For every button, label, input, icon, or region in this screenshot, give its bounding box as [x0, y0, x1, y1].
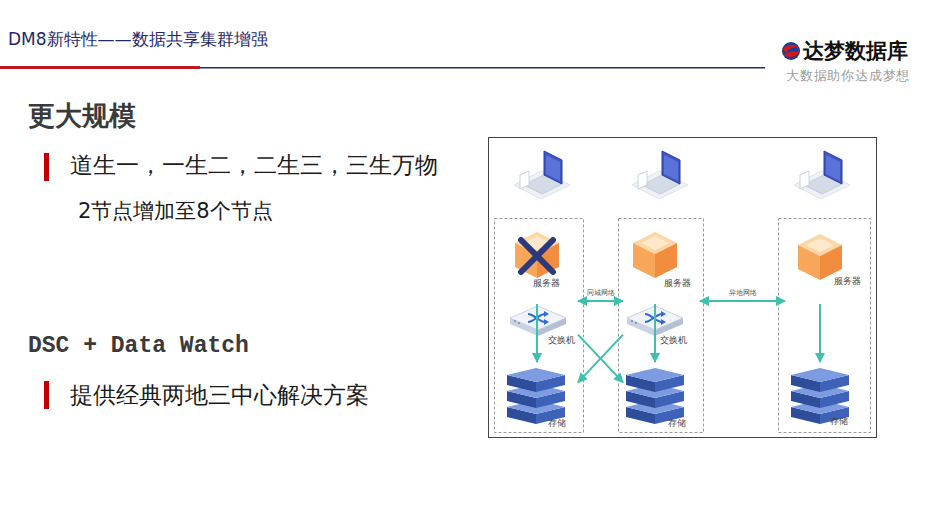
- server-icon: [515, 232, 559, 278]
- logo-slogan: 大数据助你达成梦想: [786, 69, 910, 83]
- network-link: [578, 300, 623, 302]
- bullet-text: 道生一，一生二，二生三，三生万物: [70, 153, 438, 179]
- bullet-bar: [44, 381, 49, 409]
- network-link: [578, 335, 623, 383]
- logo-swoosh: [783, 45, 799, 53]
- storage-icon: [507, 368, 565, 424]
- failure-cross: [521, 240, 553, 272]
- link-label: 同城网络: [587, 290, 615, 297]
- bullet-text: 提供经典两地三中心解决方案: [70, 383, 369, 409]
- node-label: 交换机: [660, 336, 687, 346]
- switch-node: 交换机: [505, 306, 578, 350]
- node-label: 存储: [668, 419, 686, 429]
- slide-title: DM8新特性——数据共享集群增强: [8, 30, 268, 50]
- node-label: 服务器: [664, 279, 691, 289]
- header-rule-red: [0, 66, 200, 69]
- node-label: 存储: [830, 417, 848, 427]
- client-laptop: [514, 151, 570, 199]
- storage-icon: [791, 368, 849, 424]
- server-node: 服务器: [785, 226, 867, 304]
- storage-node: 存储: [623, 362, 700, 430]
- logo-name: 达梦数据库: [803, 39, 908, 63]
- section-heading: DSC + Data Watch: [28, 333, 249, 359]
- bullet-subtext: 2节点增加至8个节点: [78, 199, 273, 223]
- server-node: 服务器: [623, 226, 700, 304]
- client-laptop: [632, 151, 688, 199]
- storage-node: 存储: [500, 362, 578, 430]
- logo-swoosh: [784, 51, 800, 57]
- network-link: [578, 335, 623, 383]
- network-link: [654, 304, 656, 362]
- site-box: [495, 219, 584, 433]
- bullet-bar: [44, 153, 49, 181]
- node-label: 存储: [548, 419, 566, 429]
- server-icon: [798, 234, 842, 280]
- server-node: 服务器: [500, 226, 578, 304]
- network-link: [819, 304, 821, 362]
- storage-node: 存储: [785, 362, 867, 430]
- switch-icon: [627, 306, 683, 336]
- node-label: 服务器: [834, 277, 861, 287]
- figure-frame: [489, 138, 877, 438]
- site-box: [779, 219, 871, 433]
- network-link: [536, 304, 538, 362]
- node-label: 服务器: [533, 279, 560, 289]
- logo-mark: [782, 42, 800, 60]
- site-box: [619, 219, 704, 433]
- switch-icon: [510, 306, 566, 336]
- node-label: 交换机: [548, 336, 575, 346]
- client-laptop: [794, 151, 850, 199]
- network-link: [700, 300, 785, 302]
- header-rule-navy: [200, 67, 765, 69]
- switch-node: 交换机: [623, 306, 700, 350]
- section-heading: 更大规模: [28, 100, 136, 131]
- server-icon: [633, 232, 677, 278]
- failure-cross: [521, 240, 553, 272]
- storage-icon: [626, 368, 684, 424]
- link-label: 异地网络: [729, 290, 757, 297]
